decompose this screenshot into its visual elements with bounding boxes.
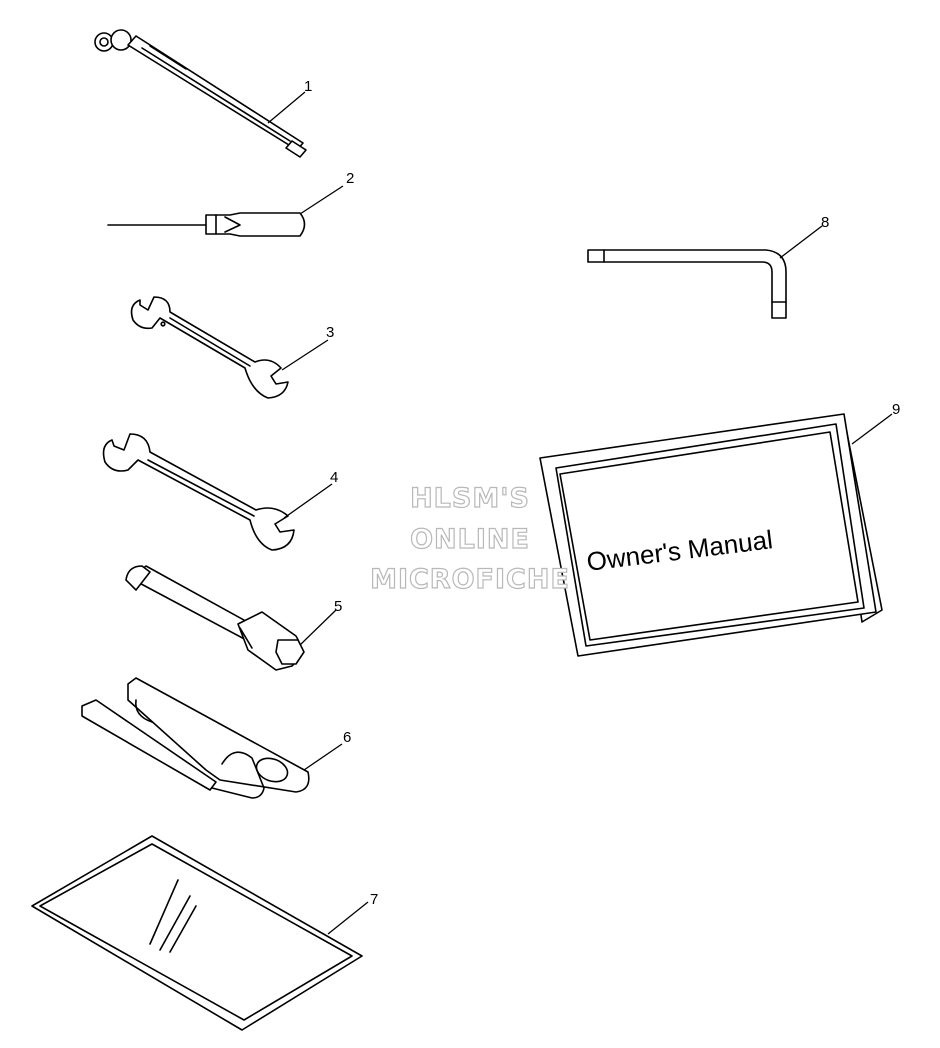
watermark: HLSM'S ONLINE MICROFICHE: [369, 482, 570, 595]
part-5-plug-socket: 5: [125, 565, 342, 671]
part-8-hex-wrench: 8: [587, 214, 829, 319]
part-9-owners-manual: Owner's Manual 9: [539, 401, 900, 657]
part-4-open-end-wrench: 4: [102, 433, 338, 551]
callout-3: 3: [326, 324, 334, 341]
callout-8: 8: [821, 214, 829, 231]
callout-4: 4: [330, 469, 338, 486]
part-6-wrench-handle: 6: [81, 677, 351, 799]
callout-9: 9: [892, 401, 900, 418]
watermark-line-3: MICROFICHE: [370, 564, 570, 595]
callout-2: 2: [346, 170, 354, 187]
callout-7: 7: [370, 891, 378, 908]
callout-6: 6: [343, 729, 351, 746]
part-1-pressure-gauge: 1: [94, 29, 312, 158]
callout-1: 1: [304, 78, 312, 95]
part-2-screwdriver: 2: [107, 170, 354, 237]
watermark-line-1: HLSM'S: [410, 483, 530, 514]
callout-5: 5: [334, 598, 342, 615]
part-3-open-end-wrench: 3: [130, 296, 334, 399]
part-7-tool-bag: 7: [31, 835, 378, 1031]
watermark-line-2: ONLINE: [410, 524, 530, 555]
